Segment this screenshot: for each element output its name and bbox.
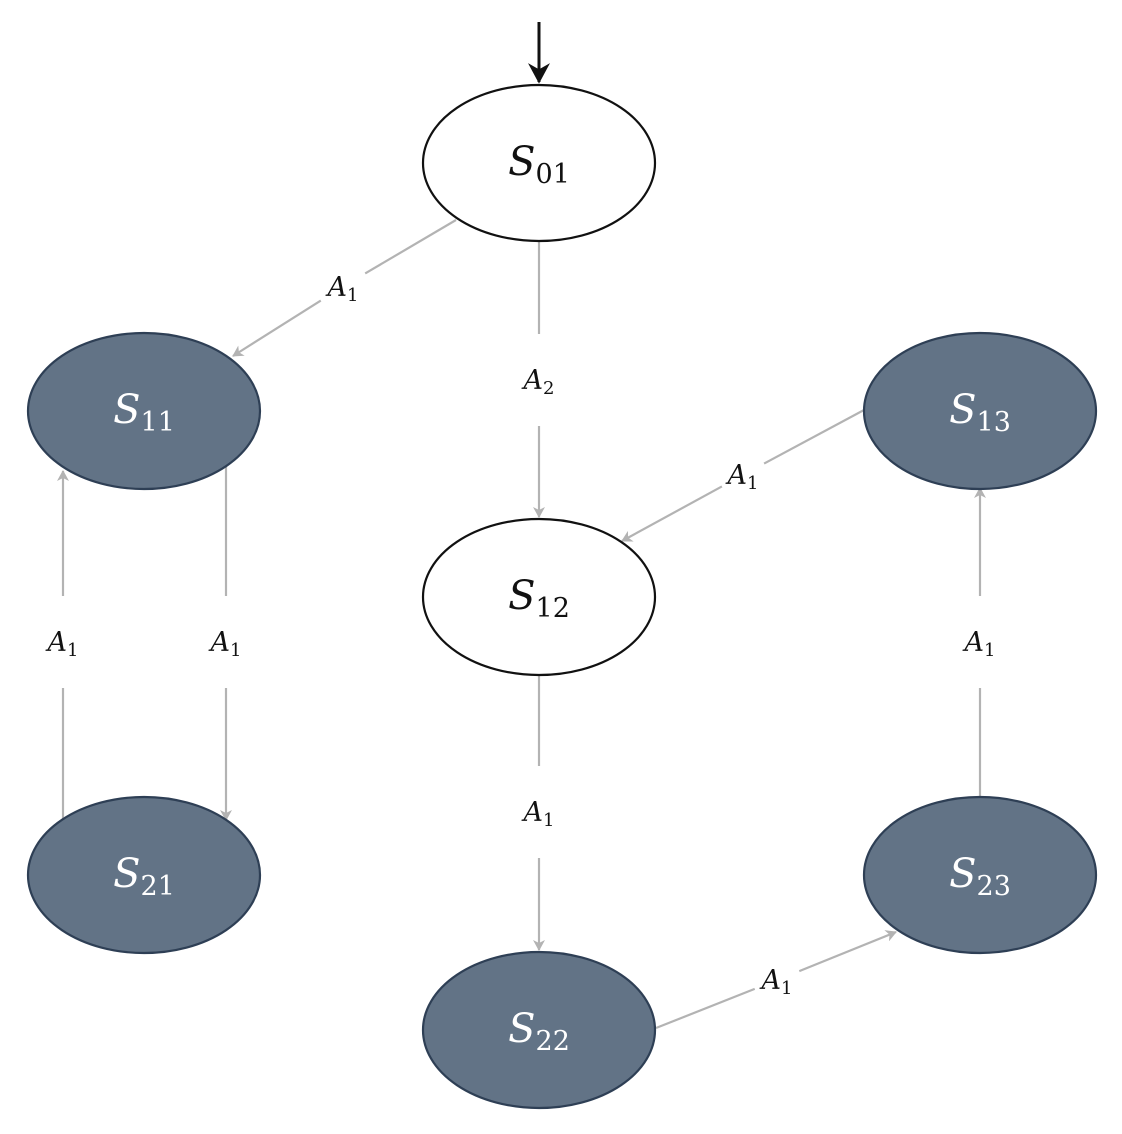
edge-s23-to-s13: A1 bbox=[962, 487, 996, 797]
edge-label: A1 bbox=[325, 272, 359, 306]
edge-label-sub: 1 bbox=[781, 978, 792, 999]
state-node-s22: S22 bbox=[421, 950, 657, 1110]
edge-s12-to-s22: A1 bbox=[521, 675, 555, 951]
state-ellipse bbox=[26, 795, 262, 955]
edge-label-sub: 1 bbox=[230, 640, 241, 661]
edge-label-main: A bbox=[325, 272, 348, 303]
edge-arrow-segment bbox=[621, 485, 723, 542]
state-node-s21: S21 bbox=[26, 795, 262, 955]
state-label-main: S bbox=[113, 851, 140, 897]
edge-s11-to-s21: A1 bbox=[208, 465, 242, 821]
state-label: S12 bbox=[508, 573, 570, 624]
edge-label-main: A bbox=[521, 797, 544, 828]
edge-line-segment bbox=[364, 219, 457, 275]
state-label-sub: 13 bbox=[977, 407, 1011, 438]
state-label-main: S bbox=[113, 387, 140, 433]
edge-label: A1 bbox=[45, 627, 79, 661]
state-label-sub: 22 bbox=[536, 1026, 570, 1057]
state-node-s11: S11 bbox=[26, 331, 262, 491]
state-label: S01 bbox=[508, 139, 570, 190]
edge-s13-to-s12: A1 bbox=[621, 409, 865, 542]
state-ellipse bbox=[862, 795, 1098, 955]
edge-s21-to-s11: A1 bbox=[45, 470, 79, 820]
state-label-sub: 11 bbox=[141, 407, 175, 438]
edge-label-main: A bbox=[962, 627, 985, 658]
state-label-sub: 12 bbox=[536, 593, 570, 624]
edge-label: A1 bbox=[208, 627, 242, 661]
state-ellipse bbox=[862, 331, 1098, 491]
state-label: S13 bbox=[949, 387, 1011, 438]
edge-line-segment bbox=[655, 987, 756, 1030]
state-label-main: S bbox=[949, 851, 976, 897]
edge-s01-to-s11: A1 bbox=[232, 219, 457, 357]
edge-label-main: A bbox=[208, 627, 231, 658]
edge-label-sub: 2 bbox=[543, 378, 554, 399]
edge-label-sub: 1 bbox=[747, 473, 758, 494]
edge-arrow-segment bbox=[798, 930, 897, 973]
edge-label-main: A bbox=[45, 627, 68, 658]
state-label-main: S bbox=[508, 573, 535, 619]
edge-label: A2 bbox=[521, 365, 555, 399]
state-node-s01: S01 bbox=[421, 83, 657, 243]
state-ellipse bbox=[421, 83, 657, 243]
edge-label: A1 bbox=[521, 797, 555, 831]
edge-s22-to-s23: A1 bbox=[655, 930, 897, 1030]
state-node-s12: S12 bbox=[421, 517, 657, 677]
state-label-main: S bbox=[508, 139, 535, 185]
state-label-sub: 01 bbox=[536, 159, 570, 190]
state-label: S23 bbox=[949, 851, 1011, 902]
edge-label: A1 bbox=[725, 460, 759, 494]
edge-label: A1 bbox=[759, 965, 793, 999]
state-label-main: S bbox=[949, 387, 976, 433]
state-label: S22 bbox=[508, 1006, 570, 1057]
edge-label-main: A bbox=[521, 365, 544, 396]
state-label: S21 bbox=[113, 851, 175, 902]
edge-label-sub: 1 bbox=[67, 640, 78, 661]
edge-label-main: A bbox=[759, 965, 782, 996]
state-ellipse bbox=[421, 950, 657, 1110]
state-ellipse bbox=[421, 517, 657, 677]
edge-label-sub: 1 bbox=[984, 640, 995, 661]
state-label-sub: 21 bbox=[141, 871, 175, 902]
edge-label-sub: 1 bbox=[543, 810, 554, 831]
state-node-s13: S13 bbox=[862, 331, 1098, 491]
state-label: S11 bbox=[113, 387, 175, 438]
edge-label: A1 bbox=[962, 627, 996, 661]
edge-label-main: A bbox=[725, 460, 748, 491]
edge-line-segment bbox=[763, 409, 865, 465]
state-ellipse bbox=[26, 331, 262, 491]
state-label-main: S bbox=[508, 1006, 535, 1052]
edge-s01-to-s12: A2 bbox=[521, 241, 555, 518]
edge-arrow-segment bbox=[232, 299, 322, 357]
edge-label-sub: 1 bbox=[347, 285, 358, 306]
state-label-sub: 23 bbox=[977, 871, 1011, 902]
state-node-s23: S23 bbox=[862, 795, 1098, 955]
